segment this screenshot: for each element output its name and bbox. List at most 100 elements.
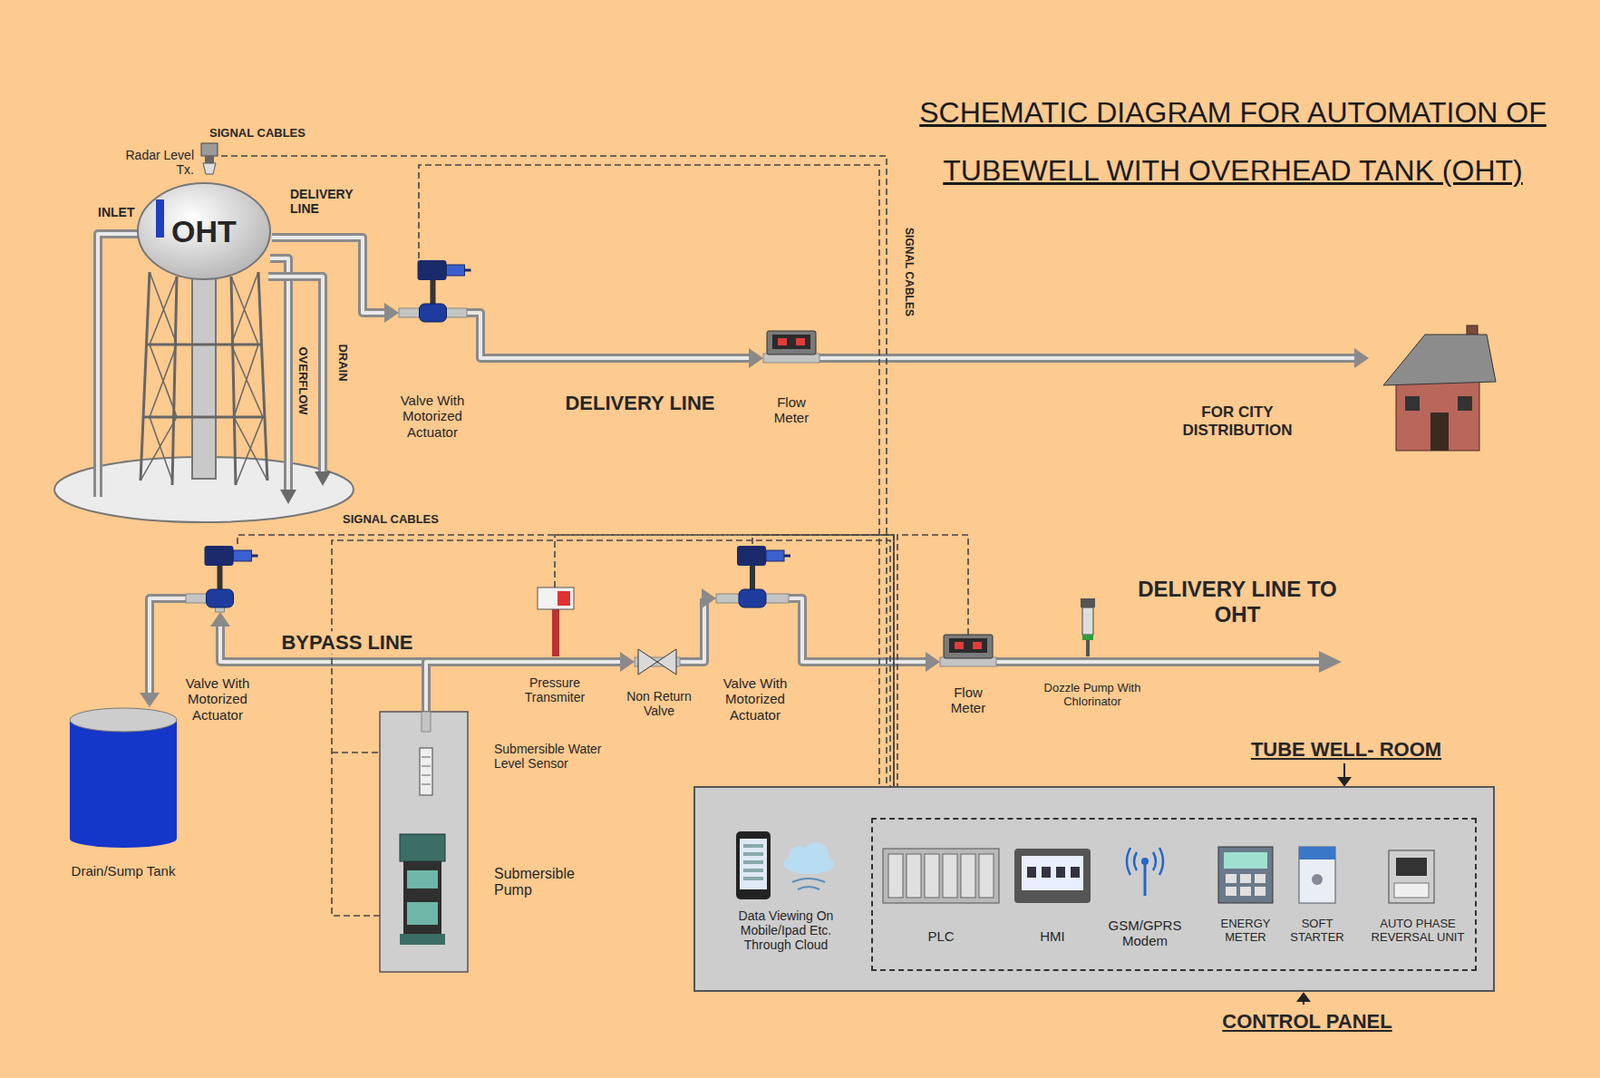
flow-meter: Flow Meter [763, 330, 820, 372]
tubewell-room: TUBE WELL- ROOMData Viewing On Mobile/Ip… [693, 785, 1495, 992]
node-icon [1291, 846, 1343, 903]
valve-body [206, 589, 234, 608]
node-label: SOFT STARTER [1284, 917, 1350, 945]
dosing-band [1082, 634, 1094, 640]
meter-screen [949, 638, 988, 653]
node-icon [716, 543, 789, 612]
dosing-cap [1080, 598, 1096, 608]
node-icon [882, 848, 999, 903]
node-label: Data Viewing On Mobile/Ipad Etc. Through… [717, 908, 854, 952]
arrow-head [620, 651, 635, 672]
non-return-valve: Non Return Valve [634, 645, 680, 679]
relay-face [1396, 857, 1427, 876]
free-label: SIGNAL CABLES [209, 126, 306, 141]
pressure-transmitter: Pressure Transmiter [530, 587, 581, 635]
meter-key [1225, 873, 1237, 883]
node-label: Flow Meter [936, 684, 1000, 717]
tower-structure [140, 271, 268, 485]
tank-bottom [69, 829, 177, 848]
node-icon [379, 711, 468, 972]
riser-pipe [421, 711, 431, 732]
pump-stage [407, 901, 438, 925]
node-icon [634, 645, 680, 679]
pipe-outer [466, 312, 749, 359]
chlorinator: Dozzle Pump With Chlorinator [1076, 598, 1099, 655]
arrow-head [139, 692, 160, 708]
radio-waves [1126, 847, 1164, 875]
arrow-head [210, 611, 231, 627]
probe-ring [421, 775, 431, 776]
signal-line [221, 155, 887, 818]
pipe-outer [788, 598, 926, 662]
node-label: PLC [913, 928, 969, 944]
node-icon [1076, 598, 1099, 655]
motorized-valve: Valve With Motorized Actuator [716, 543, 789, 612]
city-house: FOR CITY DISTRIBUTION [1368, 321, 1496, 454]
starter-case [1299, 846, 1336, 903]
pipe-inner [466, 312, 749, 359]
node-label: OHT [140, 213, 268, 250]
energy-meter: ENERGY METER [1218, 846, 1273, 903]
node-icon [1014, 848, 1091, 903]
node-label: GSM/GPRS Modem [1099, 917, 1191, 950]
screen-line [743, 843, 764, 848]
free-label: DELIVERY LINE TO OHT [1128, 576, 1347, 627]
node-icon [69, 707, 177, 848]
tank-pipes [270, 258, 289, 490]
free-label: INLET [97, 204, 135, 220]
plc-module [888, 853, 903, 898]
arrow-head [384, 302, 399, 323]
well-box [379, 711, 468, 972]
node-icon [1218, 846, 1273, 903]
plc-module [924, 853, 940, 898]
control-panel: CONTROL PANELPLCHMIGSM/GPRS ModemENERGY … [871, 817, 1477, 971]
transmitter-stem [552, 609, 560, 657]
house-roof [1383, 334, 1496, 386]
node-label: FOR CITY DISTRIBUTION [1173, 403, 1301, 439]
transmitter-display [557, 591, 571, 606]
plc-module [942, 853, 958, 898]
pipe-connector [426, 651, 635, 712]
motorized-valve: Valve With Motorized Actuator [185, 543, 254, 612]
node-icon [530, 587, 581, 635]
hmi-frame [1014, 848, 1091, 903]
signal-line [237, 534, 894, 818]
node-label: Valve With Motorized Actuator [705, 675, 805, 723]
valve-body [738, 589, 767, 608]
tank-top [69, 707, 177, 732]
free-label: SIGNAL CABLES [342, 513, 439, 527]
screen-line [743, 852, 764, 856]
cloud [803, 842, 829, 868]
hmi-key [1056, 866, 1066, 878]
dosing-body [1082, 607, 1094, 635]
valve-stem [749, 563, 756, 592]
node-label: Flow Meter [759, 394, 824, 427]
pipe-connector [139, 598, 186, 708]
phone-body [736, 831, 771, 900]
actuator [204, 545, 234, 566]
arrow-head [925, 651, 941, 672]
pipe-inner [819, 356, 1355, 360]
screen-line [743, 876, 764, 881]
node-icon [197, 143, 222, 175]
soft-starter: SOFT STARTER [1291, 846, 1343, 903]
diagram-title: SCHEMATIC DIAGRAM FOR AUTOMATION OF TUBE… [897, 83, 1569, 200]
arrow-head [701, 588, 717, 609]
signal-cable [418, 164, 880, 818]
phase-reversal-unit: AUTO PHASE REVERSAL UNIT [1383, 846, 1440, 903]
relay-case [1388, 850, 1435, 903]
cloud-viewing: Data Viewing On Mobile/Ipad Etc. Through… [736, 831, 836, 900]
submersible-pump: Submersible Pump [379, 711, 468, 972]
pipe-inner [149, 598, 186, 693]
node-label: Valve With Motorized Actuator [382, 392, 483, 440]
pipe-outer [220, 626, 427, 712]
edge-label: DELIVERY LINE [561, 391, 718, 415]
actuator [736, 545, 767, 566]
node-icon [763, 330, 820, 372]
plc-module [960, 853, 976, 898]
signal-cable [237, 534, 894, 818]
free-label: SIGNAL CABLES [901, 227, 915, 317]
valve-body [419, 303, 447, 322]
tank-pipes [97, 233, 1342, 673]
meter-case [1218, 846, 1273, 903]
